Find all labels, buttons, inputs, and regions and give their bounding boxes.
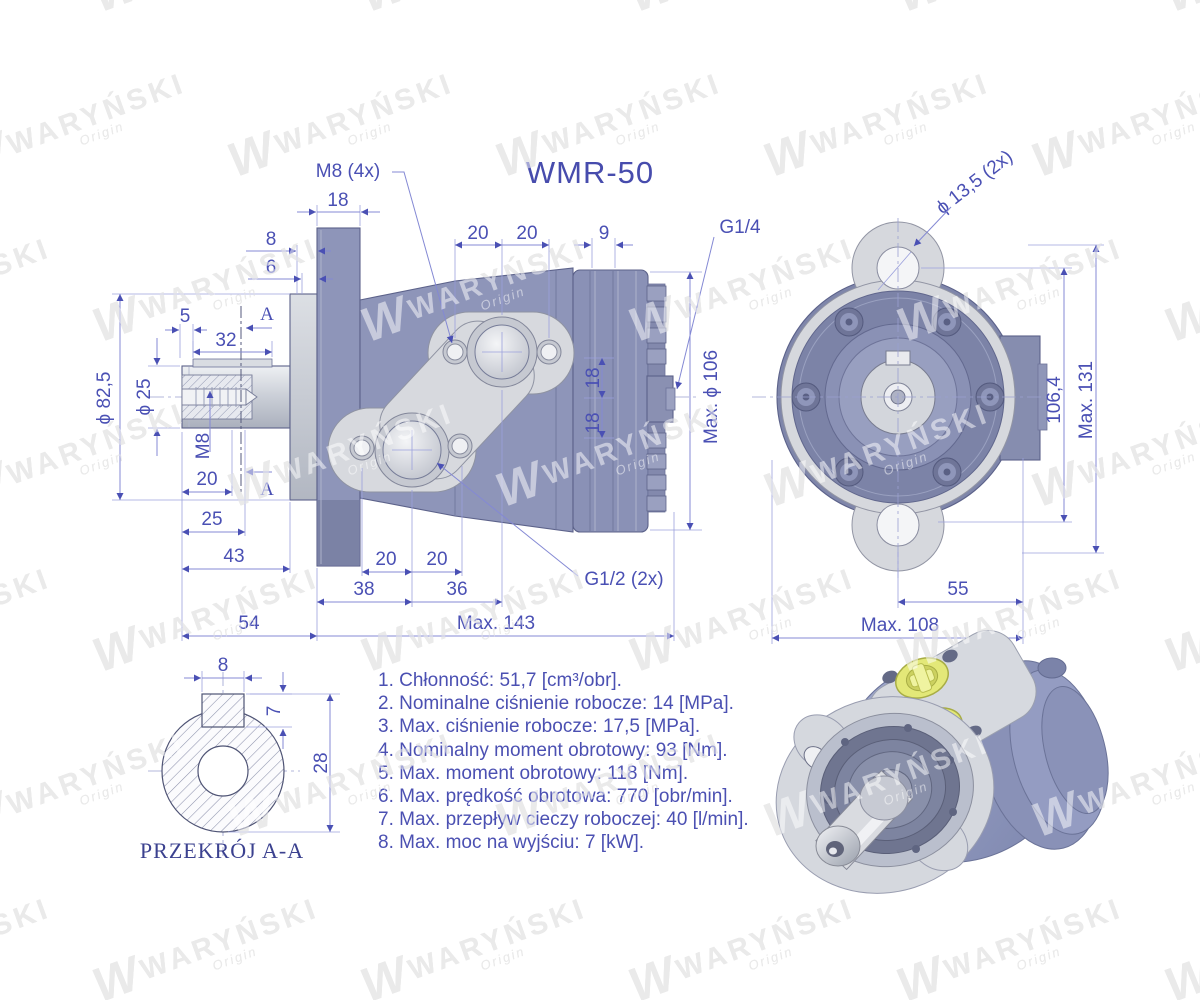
dim-18-rear-a: 18 bbox=[583, 367, 604, 388]
spec-line: 7. Max. przepływ cieczy roboczej: 40 [l/… bbox=[378, 809, 749, 831]
dim-max-108: Max. 108 bbox=[861, 615, 939, 636]
dim-8: 8 bbox=[266, 229, 277, 250]
section-mark-a-top: A bbox=[260, 304, 274, 325]
label-dia-13-5: ϕ 13,5 (2x) bbox=[932, 146, 1017, 219]
side-view-dimensions: 18 8 6 20 20 bbox=[94, 161, 761, 641]
section-dimensions: 8 7 28 bbox=[184, 655, 340, 833]
dim-20-holes-b: 20 bbox=[426, 549, 447, 570]
product-render bbox=[775, 629, 1109, 894]
dim-28: 28 bbox=[311, 752, 332, 773]
dim-36: 36 bbox=[446, 579, 467, 600]
dim-106-4: 106,4 bbox=[1044, 376, 1065, 424]
front-view: ϕ 13,5 (2x) 106,4 Max. 131 55 bbox=[752, 146, 1104, 644]
page-title: WMR-50 bbox=[526, 155, 654, 190]
m8-holes bbox=[349, 339, 562, 461]
dim-18-flange: 18 bbox=[327, 190, 348, 211]
spec-line: 2. Nominalne ciśnienie robocze: 14 [MPa]… bbox=[378, 693, 734, 715]
port-centermarks bbox=[392, 332, 522, 470]
thread-ticks bbox=[195, 387, 237, 407]
spec-line: 5. Max. moment obrotowy: 118 [Nm]. bbox=[378, 762, 689, 784]
spec-line: 6. Max. prędkość obrotowa: 770 [obr/min]… bbox=[378, 786, 733, 808]
rear-nuts bbox=[646, 285, 667, 512]
dim-38: 38 bbox=[353, 579, 374, 600]
dim-43: 43 bbox=[223, 546, 244, 567]
dim-dia-25: ϕ 25 bbox=[134, 378, 155, 415]
section-mark-a-bot: A bbox=[260, 479, 274, 500]
dim-54: 54 bbox=[238, 613, 260, 634]
dim-max-143: Max. 143 bbox=[457, 613, 535, 634]
label-g12-2x: G1/2 (2x) bbox=[584, 569, 663, 590]
label-m8-4x: M8 (4x) bbox=[316, 161, 380, 182]
label-m8-shaft: M8 bbox=[193, 433, 214, 459]
dim-6: 6 bbox=[266, 257, 277, 278]
dim-9: 9 bbox=[599, 223, 610, 244]
dim-55: 55 bbox=[947, 579, 968, 600]
dim-20-shaft: 20 bbox=[196, 469, 217, 490]
dim-5: 5 bbox=[180, 306, 191, 327]
dim-max-dia-106: Max. ϕ 106 bbox=[701, 350, 722, 444]
dim-max-131: Max. 131 bbox=[1076, 361, 1097, 439]
dim-key-8: 8 bbox=[218, 655, 229, 676]
spec-line: 4. Nominalny moment obrotowy: 93 [Nm]. bbox=[378, 739, 728, 761]
spec-line: 1. Chłonność: 51,7 [cm³/obr]. bbox=[378, 670, 622, 691]
port-flange-plate bbox=[327, 311, 575, 493]
section-caption: PRZEKRÓJ A-A bbox=[140, 838, 304, 863]
dim-18-rear-b: 18 bbox=[583, 412, 604, 433]
render-plug-top bbox=[895, 657, 949, 699]
section-view: 8 7 28 PRZEKRÓJ A-A bbox=[140, 655, 340, 863]
spec-line: 3. Max. ciśnienie robocze: 17,5 [MPa]. bbox=[378, 716, 701, 738]
dim-key-7: 7 bbox=[264, 706, 285, 717]
dim-20-holes-a: 20 bbox=[375, 549, 396, 570]
dim-dia-82-5: ϕ 82,5 bbox=[94, 372, 115, 425]
render-flange-bolts bbox=[824, 724, 957, 853]
label-g14: G1/4 bbox=[719, 217, 761, 238]
spec-list: 1. Chłonność: 51,7 [cm³/obr]. 2. Nominal… bbox=[378, 669, 768, 855]
dim-20-top-a: 20 bbox=[467, 223, 488, 244]
dim-25: 25 bbox=[201, 509, 222, 530]
front-bolts bbox=[791, 307, 1005, 487]
dim-20-top-b: 20 bbox=[516, 223, 537, 244]
side-view: 18 8 6 20 20 bbox=[94, 161, 761, 641]
dim-32: 32 bbox=[215, 330, 236, 351]
spec-line: 8. Max. moc na wyjściu: 7 [kW]. bbox=[378, 832, 645, 854]
